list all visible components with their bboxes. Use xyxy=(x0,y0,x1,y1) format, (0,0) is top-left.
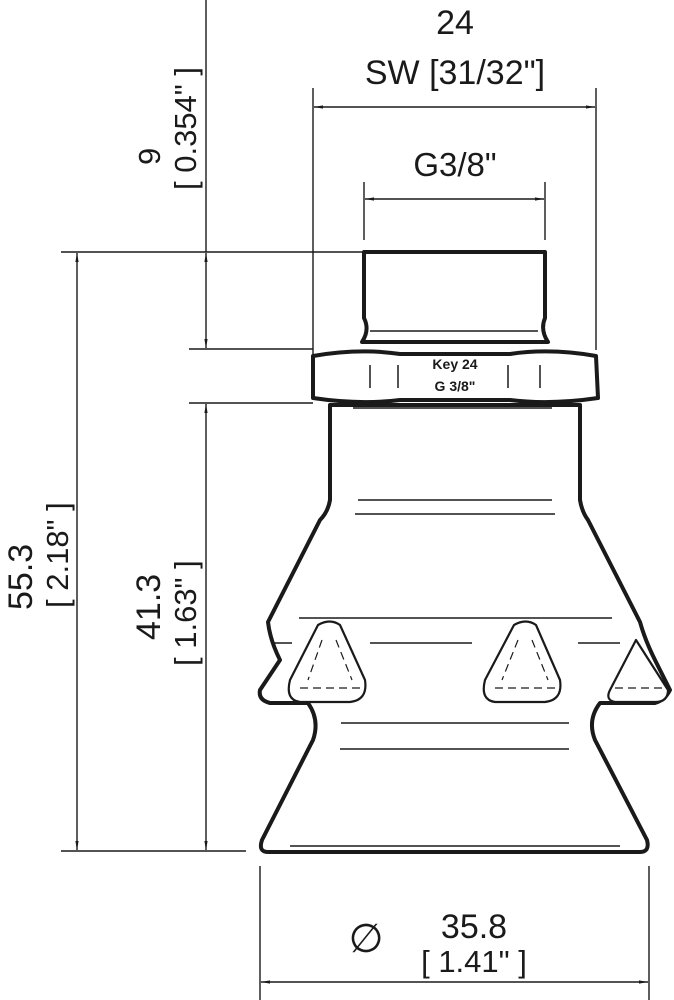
extension-lines xyxy=(61,0,650,1000)
marking-line2: G 3/8" xyxy=(435,378,476,394)
detail-lines xyxy=(274,330,620,847)
stud-right xyxy=(607,638,670,704)
diameter-value: 35.8 xyxy=(441,908,507,946)
part-marking: Key 24 G 3/8" xyxy=(432,356,477,394)
marking-line1: Key 24 xyxy=(432,356,477,372)
part-outline xyxy=(257,250,672,854)
dimension-lines xyxy=(75,105,648,984)
diameter-symbol: ∅ xyxy=(349,917,384,961)
total-height-imperial: [ 2.18" ] xyxy=(40,502,75,608)
diameter-imperial: [ 1.41" ] xyxy=(421,944,527,979)
hex-nut xyxy=(311,349,600,405)
hex-width-label: SW [31/32"] xyxy=(365,54,545,92)
total-height-value: 55.3 xyxy=(2,544,40,610)
body-height-value: 41.3 xyxy=(130,574,168,640)
thread-stub xyxy=(360,250,550,344)
bellows-body xyxy=(257,403,672,854)
thread-height-imperial: [ 0.354" ] xyxy=(168,67,203,190)
thread-label: G3/8" xyxy=(413,146,496,183)
thread-height-value: 9 xyxy=(132,148,167,165)
stud-dashes xyxy=(300,639,662,689)
hex-width-value: 24 xyxy=(436,4,474,42)
body-height-imperial: [ 1.63" ] xyxy=(168,560,203,666)
stud-center xyxy=(482,620,562,704)
suction-studs xyxy=(287,620,670,704)
stud-left xyxy=(287,620,367,704)
